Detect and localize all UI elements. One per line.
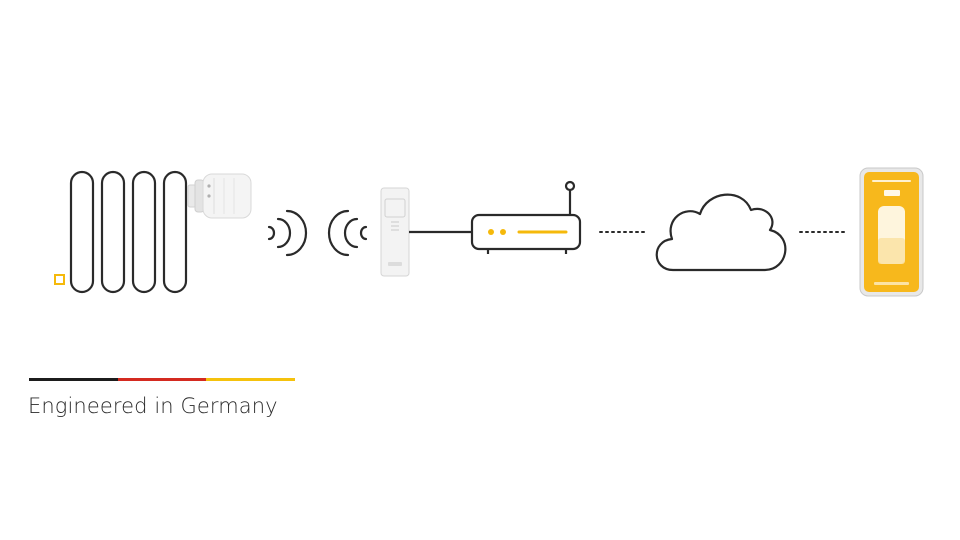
cloud-icon [655,193,787,272]
internet-bridge-icon [380,187,410,277]
german-flag-bar [29,378,296,381]
radiator-icon [54,170,188,294]
engineered-tagline: Engineered in Germany [28,394,278,418]
wifi-router-icon [470,180,582,254]
smart-thermostat-icon [187,173,252,219]
flag-stripe-red [117,378,207,381]
smartphone-app-icon [859,167,924,297]
flag-stripe-gold [206,378,296,381]
flag-stripe-black [29,378,118,381]
wireless-signal-icon [267,209,368,257]
